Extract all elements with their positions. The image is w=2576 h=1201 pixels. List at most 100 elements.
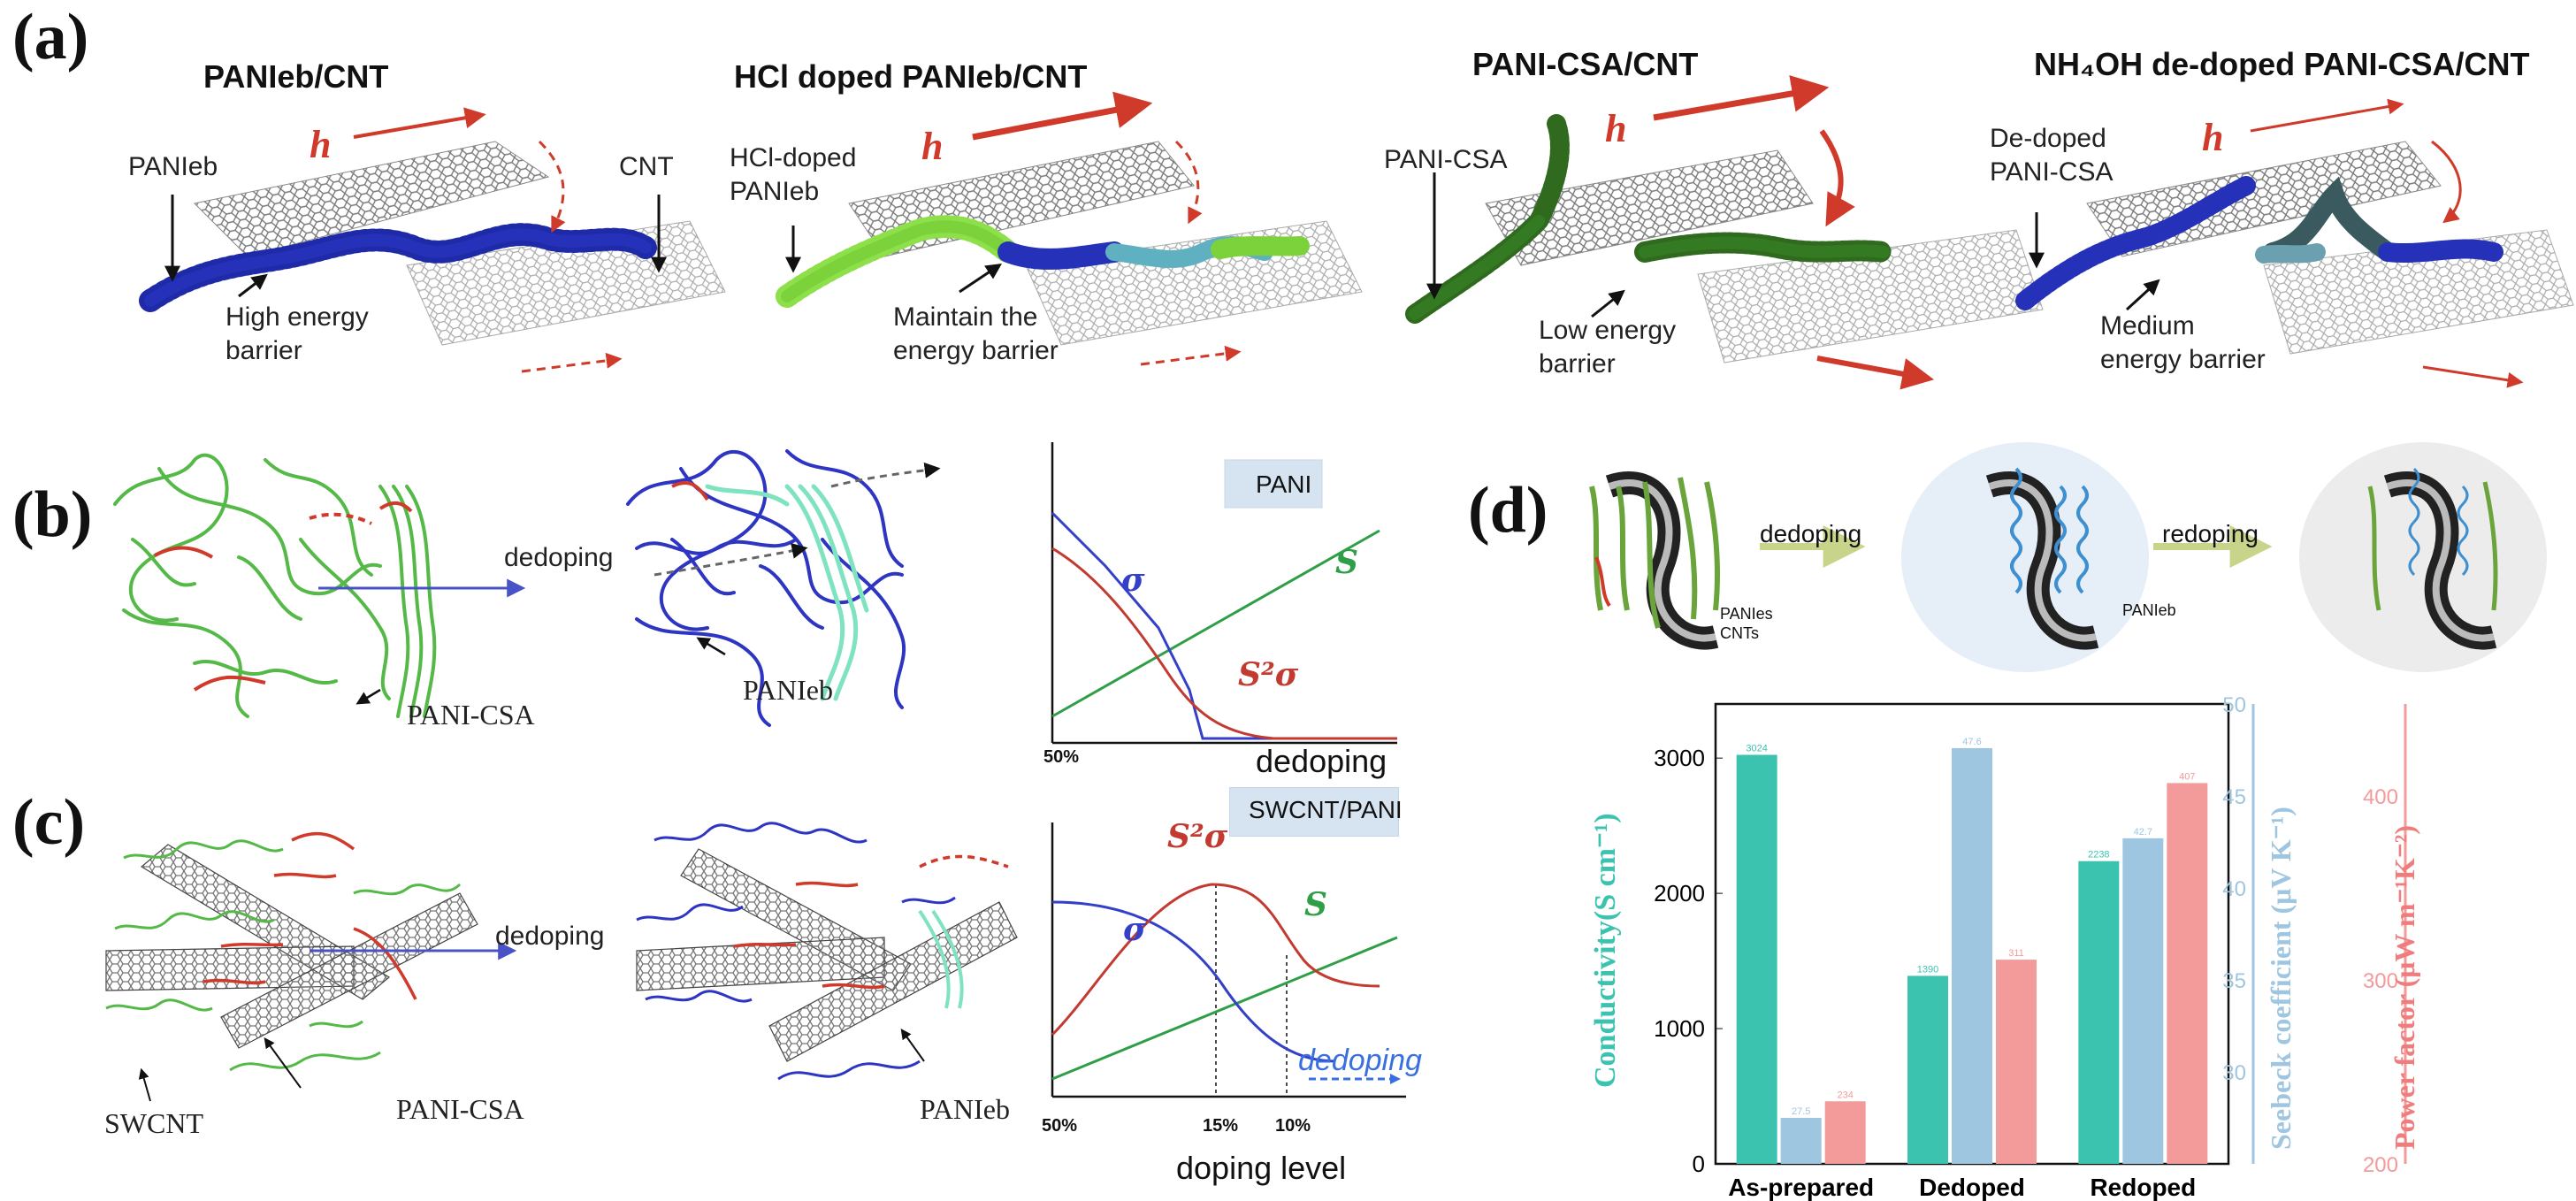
bar-label-1-0: 27.5 <box>1792 1106 1810 1117</box>
d-redoping-label: redoping <box>2162 520 2259 547</box>
a3-h-symbol: h <box>1605 107 1627 150</box>
panel-label-b: (b) <box>12 478 93 551</box>
a1-upper-cnt <box>193 141 550 257</box>
b-curve-sigma <box>1051 511 1397 740</box>
c-x-tick-10: 10% <box>1275 1116 1311 1136</box>
a2-label-left: HCl-doped PANIeb <box>730 143 857 206</box>
panel-b-illustration <box>113 449 941 727</box>
a3-label-left: PANI-CSA <box>1384 145 1508 174</box>
bar-0-0 <box>1736 754 1777 1164</box>
d-state-3 <box>2299 442 2547 672</box>
bar-label-0-1: 1390 <box>1917 964 1938 975</box>
d-seebeck-axis-label: Seebeck coefficient (μV K⁻¹) <box>2265 807 2297 1150</box>
b-curve-S <box>1051 529 1380 718</box>
power-tick-label: 400 <box>2363 785 2398 809</box>
bar-2-0 <box>1824 1101 1866 1164</box>
b-curve-s2sigma <box>1051 547 1397 740</box>
a4-label-left: De-doped PANI-CSA <box>1990 124 2114 187</box>
bar-2-1 <box>1996 960 2037 1164</box>
seebeck-tick-label: 50 <box>2222 693 2246 717</box>
a1-h-symbol: h <box>310 123 332 166</box>
c-x-tick-50: 50% <box>1042 1116 1078 1136</box>
d-state-1 <box>1589 471 1720 650</box>
panel-d-bar-chart: 3024 27.5 234 1390 47.6 311 2238 42.7 407 As-pre… <box>1654 693 2407 1201</box>
bar-1-1 <box>1952 747 1992 1164</box>
c-chart-title-box <box>1229 787 1399 837</box>
x-category-label: Redoped <box>2090 1174 2196 1201</box>
left-tick-label: 1000 <box>1654 1015 1705 1042</box>
d-power-axis-label: Power factor (μW m⁻¹K⁻²) <box>2389 824 2420 1150</box>
panel-label-c: (c) <box>12 786 86 859</box>
panel-c-chart <box>1051 822 1406 1098</box>
power-tick-label: 300 <box>2363 969 2398 993</box>
c-label-sigma: σ <box>1123 911 1147 948</box>
panel-label-d: (d) <box>1468 474 1548 547</box>
c-label-swcnt: SWCNT <box>104 1107 203 1139</box>
bar-0-1 <box>1907 975 1948 1164</box>
a2-label-barrier: Maintain the energy barrier <box>893 302 1059 365</box>
panel-d-schematic <box>1589 442 2547 672</box>
a-title-4: NH₄OH de-doped PANI-CSA/CNT <box>2034 46 2530 82</box>
bar-label-0-0: 3024 <box>1746 744 1767 754</box>
panel-label-a: (a) <box>12 1 89 73</box>
c-x-tick-15: 15% <box>1203 1116 1239 1136</box>
c-label-S: S <box>1304 886 1327 923</box>
d-left-axis-label: Conductivity(S cm⁻¹) <box>1589 813 1622 1088</box>
c-arrow-label: dedoping <box>495 922 605 951</box>
b-label-sigma: σ <box>1121 562 1145 599</box>
b-arrow-label: dedoping <box>504 543 614 572</box>
d-panieb-label: PANIeb <box>2122 601 2176 619</box>
a4-h-symbol: h <box>2202 116 2224 159</box>
seebeck-tick-label: 40 <box>2222 877 2246 901</box>
a2-h-symbol: h <box>921 125 944 168</box>
b-label-S: S <box>1335 544 1358 581</box>
panel-c-illustration <box>105 822 1018 1102</box>
b-label-panieb: PANIeb <box>743 674 833 706</box>
bar-1-2 <box>2122 838 2164 1164</box>
b-chart-title: PANI <box>1256 470 1312 498</box>
bar-label-2-2: 407 <box>2179 771 2195 782</box>
left-tick-label: 0 <box>1693 1151 1705 1177</box>
d-panies-label: PANIes <box>1720 605 1773 623</box>
a1-label-barrier: High energy barrier <box>225 302 369 365</box>
c-label-pani-csa: PANI-CSA <box>396 1093 524 1125</box>
d-state-2 <box>1901 442 2149 672</box>
c-dedoping-label: dedoping <box>1298 1044 1422 1077</box>
x-category-label: As-prepared <box>1728 1174 1874 1201</box>
seebeck-tick-label: 35 <box>2222 969 2246 993</box>
seebeck-tick-label: 30 <box>2222 1061 2246 1085</box>
c-label-panieb: PANIeb <box>920 1093 1010 1125</box>
x-category-label: Dedoped <box>1919 1174 2025 1201</box>
bar-label-1-2: 42.7 <box>2134 827 2152 838</box>
bar-label-1-1: 47.6 <box>1962 737 1981 747</box>
d-cnts-label: CNTs <box>1720 624 1759 642</box>
a-title-3: PANI-CSA/CNT <box>1472 46 1699 82</box>
left-tick-label: 3000 <box>1654 745 1705 771</box>
a3-label-barrier: Low energy barrier <box>1539 316 1677 379</box>
b-chart-title-box <box>1224 459 1323 509</box>
c-curve-S <box>1051 936 1398 1081</box>
bar-0-2 <box>2078 861 2120 1164</box>
b-label-s2sigma: S²σ <box>1238 656 1299 693</box>
seebeck-tick-label: 45 <box>2222 785 2246 809</box>
a4-label-barrier: Medium energy barrier <box>2100 311 2266 374</box>
a-title-2: HCl doped PANIeb/CNT <box>734 58 1088 95</box>
bar-1-0 <box>1780 1118 1822 1164</box>
panel-b-chart <box>1051 442 1397 745</box>
b-x-tick: 50% <box>1043 747 1080 767</box>
bar-label-2-0: 234 <box>1837 1090 1853 1100</box>
bar-label-0-2: 2238 <box>2088 850 2109 861</box>
b-x-label: dedoping <box>1256 743 1387 779</box>
b-label-pani-csa: PANI-CSA <box>407 699 535 731</box>
c-label-s2sigma: S²σ <box>1167 818 1228 855</box>
bar-label-2-1: 311 <box>2008 948 2024 959</box>
d-dedoping-label: dedoping <box>1760 520 1862 547</box>
c-curve-s2sigma <box>1051 883 1380 1037</box>
a1-label-cnt: CNT <box>619 152 674 181</box>
a-title-1: PANIeb/CNT <box>203 58 389 95</box>
power-tick-label: 200 <box>2363 1153 2398 1177</box>
c-chart-title: SWCNT/PANI <box>1249 796 1403 823</box>
panel-a-illustration <box>139 75 2574 390</box>
bar-2-2 <box>2167 783 2208 1164</box>
a1-label-panieb: PANIeb <box>128 152 218 181</box>
